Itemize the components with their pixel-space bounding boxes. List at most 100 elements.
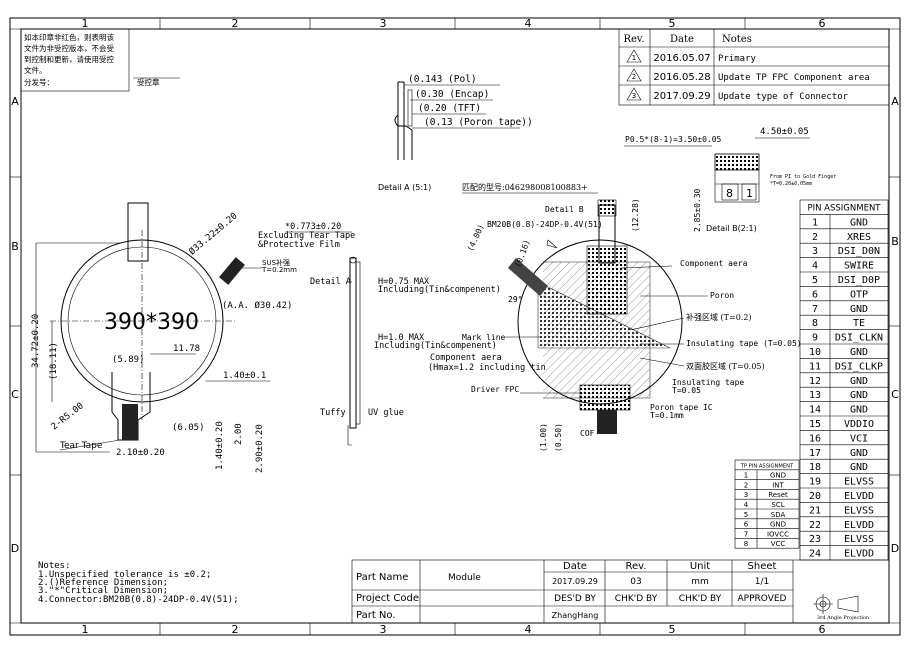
tp-pin-name: VCC [771,540,786,548]
column-label: 4 [525,17,532,30]
back-view: 匹配的型号:046298008100883+ Detail B BM20B(0.… [462,182,802,452]
tp-pin-number: 4 [744,501,749,509]
column-label: 3 [380,17,387,30]
width-dim: 2.10±0.20 [116,448,165,458]
pin-name: GND [850,304,868,315]
tp-pin-name: INT [772,481,784,489]
angle-dim: 29° [508,295,522,304]
connector [508,258,548,296]
rev-label: Rev. [626,561,647,572]
rev-number: 2 [632,73,636,81]
tp-pin-name: SDA [771,511,786,519]
title-block: Part Name Module Project Code Part No. D… [351,559,890,624]
detail-a-callout: Detail A [310,277,351,287]
pin-number: 19 [809,477,821,488]
stamp-line: 到控制和更新，请使用受控 [24,54,114,64]
driver-fpc-label: Driver FPC [471,385,519,394]
detail-a-title: Detail A (5:1) [378,183,431,192]
pin-number: 8 [812,318,818,329]
tp-pin-number: 2 [744,481,748,489]
row-label: C [11,388,19,401]
part-name-label: Part Name [356,572,408,583]
front-view: 390*390 Ø33.22±0.20 (A.A. Ø30.42) 34.72±… [31,202,297,473]
rev-date: 2016.05.28 [653,72,710,83]
height-note: Including(Tin&compenent) [378,285,501,295]
notes-block: Notes: 1.Unspecified tolerance is ±0.2; … [38,561,238,605]
pin-number: 1 [812,217,818,228]
uv-glue-label: UV glue [368,408,404,418]
mark-line-label: Mark line [462,333,506,342]
note-text: &Protective Film [258,240,340,250]
rev-note: Update type of Connector [718,92,849,102]
rev-row: 1 2016.05.07 Primary [626,49,757,64]
height-note: Including(Tin&compenent) [374,341,497,351]
height-dim: (18.11) [49,342,59,380]
row-label: B [11,240,19,253]
height-dim: 2.85±0.30 [693,188,702,232]
pin-name: DSI_CLKP [835,361,883,372]
tp-pin-number: 7 [744,530,748,538]
column-label: 3 [380,623,387,636]
tear-tape-label: Tear Tape [59,441,103,451]
note-line: 2.()Reference Dimension; [38,578,168,588]
pin-first: 8 [726,187,733,200]
thickness-dim: *0.773±0.20 [285,222,341,232]
pin-number: 7 [812,304,818,315]
detail-b-callout: Detail B [545,205,584,214]
rev-row: 3 2017.09.29 Update type of Connector [626,87,849,102]
poron-ic-label: T=0.1mm [650,411,684,420]
width-dim: (6.05) [172,423,205,433]
column-label: 2 [232,623,239,636]
control-stamp-note: 如本印章非红色，则表明该 文件为非受控版本，不会受 到控制和更新，请使用受控 文… [20,28,180,92]
pin-number: 14 [809,405,821,416]
pin-number: 5 [812,275,818,286]
pin-number: 16 [809,433,821,444]
note-line: 4.Connector:BM20B(0.8)-24DP-0.4V(51); [38,595,238,605]
height-dim: 2.00 [234,423,244,445]
pin-name: GND [850,376,868,387]
tear-tape [122,404,138,440]
stamp-line: 如本印章非红色，则表明该 [24,32,114,42]
date-value: 2017.09.29 [552,577,598,586]
tp-pin-number: 3 [744,491,748,499]
part-name-value: Module [448,573,481,583]
controlled-label: 受控章 [137,77,160,87]
pin-number: 13 [809,390,821,401]
sheet-label: Sheet [748,561,777,572]
column-label: 5 [669,17,676,30]
pin-number: 9 [812,333,818,344]
radius-dim: 2-R5.00 [50,401,86,432]
note-text: Excluding Tear Tape [258,231,355,241]
row-label: A [11,95,19,108]
pin-number: 20 [809,491,821,502]
pin-name: DSI_D0P [838,275,880,286]
tp-pin-number: 5 [744,511,748,519]
height-dim: 2.90±0.20 [255,424,265,473]
height-note: H=0.75 MAX [378,277,430,287]
pitch-dim: P0.5*(8-1)=3.50±0.05 [625,135,722,144]
pin-number: 3 [812,246,818,257]
checked-by-label: CHK'D BY [615,594,658,604]
pin-name: ELVDD [844,549,874,560]
rev-note: Primary [718,54,757,64]
rev-number: 1 [632,54,636,62]
stamp-line: 文件为非受控版本，不会受 [24,43,114,53]
insulating-label: T=0.05 [672,386,701,395]
component-area [586,245,628,315]
column-label: 4 [525,623,532,636]
row-label: C [891,388,899,401]
height-dim: 1.40±0.20 [215,421,225,470]
pin-table-title: PIN ASSIGNMENT [807,204,881,214]
pin-number: 24 [809,549,821,560]
tp-pin-number: 6 [744,521,749,529]
pin-name: ELVSS [844,477,874,488]
tp-pin-number: 8 [744,540,748,548]
column-label: 6 [819,623,826,636]
sheet-value: 1/1 [755,577,769,587]
adhesive-label: 双面胶区域 (T=0.05) [686,361,765,371]
rev-row: 2 2016.05.28 Update TP FPC Component are… [626,68,870,83]
side-view: *0.773±0.20 Excluding Tear Tape &Protect… [258,222,546,446]
